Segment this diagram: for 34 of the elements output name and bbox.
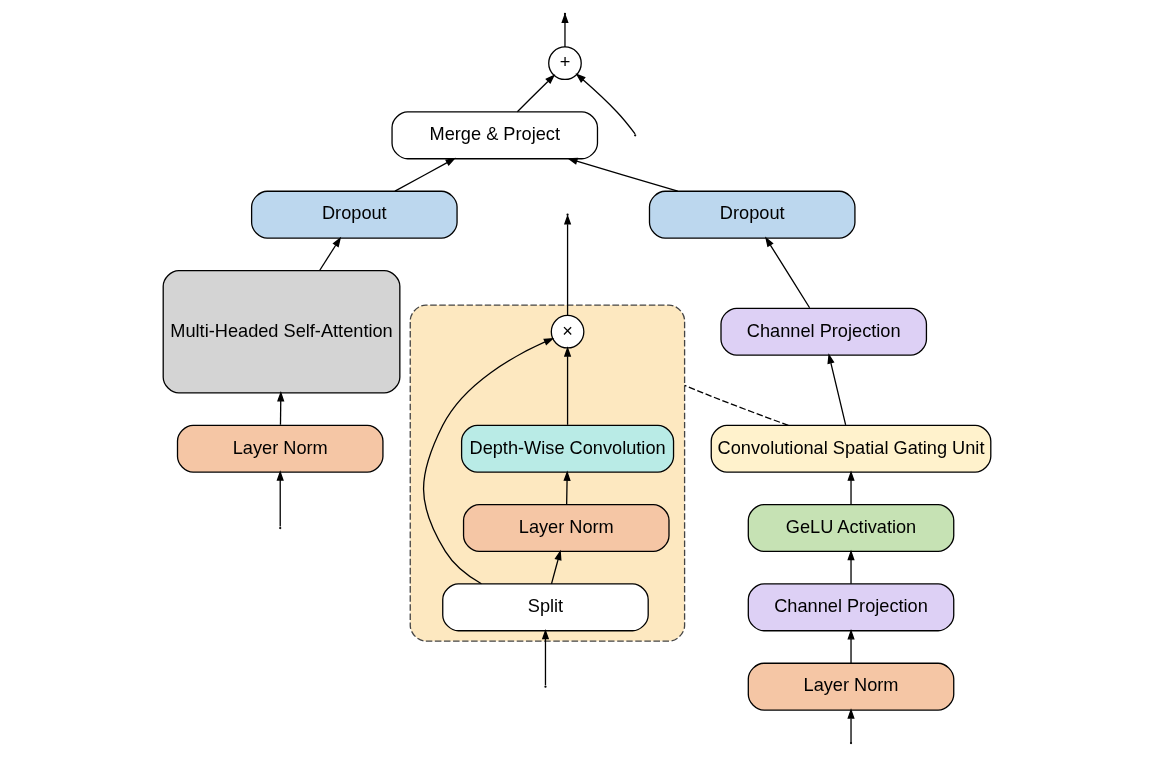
arrow [393,157,456,192]
arrow [563,346,571,426]
arrow [764,236,810,309]
node-box: Layer Norm [747,662,954,711]
node-box: Multi-Headed Self-Attention [162,269,400,394]
node-circle: × [550,314,584,349]
node-box: Dropout [250,190,458,239]
arrow [846,629,855,664]
connector [683,384,789,426]
node-box: Merge & Project [390,111,598,160]
arrow [422,337,554,585]
arrow [575,73,636,135]
node-circle: + [547,46,582,81]
node-box: Layer Norm [176,424,384,473]
arrow [846,708,855,744]
arrow [846,549,855,585]
node-box: Layer Norm [462,503,670,553]
arrow [826,353,846,426]
arrow [566,157,678,192]
arrow [550,549,561,585]
arrow [541,628,549,686]
arrow [846,470,855,506]
node-box: GeLU Activation [747,503,954,553]
arrow [516,74,555,113]
arrow [276,391,284,426]
node-box: Split [441,583,649,632]
arrow [562,470,571,506]
node-box: Channel Projection [719,307,927,356]
arrow [318,236,341,272]
node-box: Convolutional Spatial Gating Unit [710,424,991,473]
node-box: Depth-Wise Convolution [460,424,674,473]
node-box: Channel Projection [747,583,954,632]
node-box: Dropout [648,190,856,239]
arrow [276,470,284,528]
